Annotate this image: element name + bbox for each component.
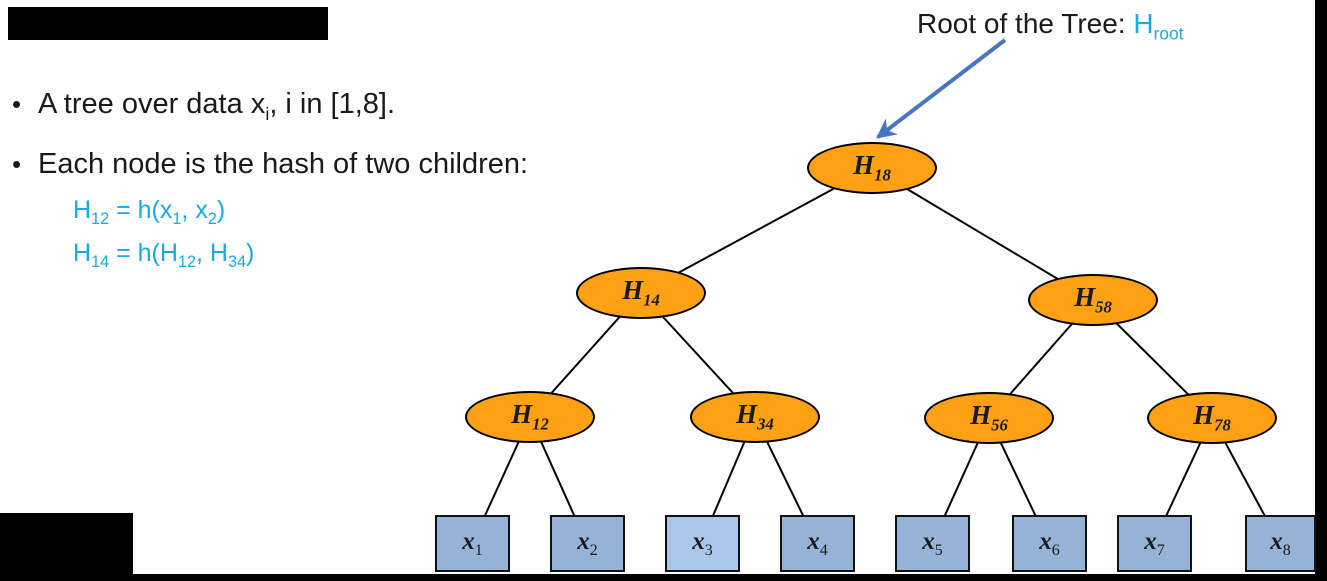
node-label: H18 <box>853 150 891 185</box>
tree-node-h58: H58 <box>1028 274 1158 326</box>
bullet-item-1: • A tree over data xi, i in [1,8]. <box>12 88 395 125</box>
node-label: H56 <box>970 400 1008 435</box>
bottom-frame-bar <box>0 574 1327 581</box>
node-label: H12 <box>511 399 549 434</box>
leaf-node-x3: x3 <box>665 515 740 572</box>
leaf-node-x8: x8 <box>1245 515 1316 572</box>
leaf-node-x4: x4 <box>780 515 855 572</box>
redacted-title-block <box>8 7 328 40</box>
redacted-footer-block <box>0 513 133 577</box>
bullet-item-2: • Each node is the hash of two children: <box>12 148 528 181</box>
leaf-label: x6 <box>1039 527 1060 559</box>
leaf-label: x1 <box>462 527 483 559</box>
bullet-2-text: Each node is the hash of two children: <box>38 148 529 180</box>
leaf-node-x7: x7 <box>1117 515 1192 572</box>
leaf-node-x1: x1 <box>435 515 510 572</box>
leaf-node-x5: x5 <box>895 515 970 572</box>
tree-edge-group <box>471 167 1281 545</box>
bullet-dot-icon: • <box>12 149 22 179</box>
bullet-1-text: A tree over data xi, i in [1,8]. <box>38 88 396 124</box>
tree-node-h34: H34 <box>690 391 820 443</box>
tree-node-h56: H56 <box>924 392 1054 444</box>
root-annotation: Root of the Tree: Hroot <box>917 8 1184 45</box>
node-label: H58 <box>1074 282 1112 317</box>
tree-node-h18: H18 <box>807 142 937 194</box>
tree-node-h14: H14 <box>576 267 706 319</box>
leaf-label: x7 <box>1144 527 1165 559</box>
leaf-node-x2: x2 <box>550 515 625 572</box>
root-annotation-prefix: Root of the Tree: <box>917 8 1134 39</box>
formula-h12: H12 = h(x1, x2) <box>73 196 226 228</box>
node-label: H34 <box>736 399 774 434</box>
root-annotation-value: Hroot <box>1133 8 1184 44</box>
bullet-dot-icon: • <box>12 89 22 119</box>
root-pointer-arrow <box>876 38 1007 139</box>
node-label: H78 <box>1193 400 1231 435</box>
leaf-label: x3 <box>692 527 713 559</box>
tree-node-h12: H12 <box>465 391 595 443</box>
leaf-label: x4 <box>807 527 828 559</box>
leaf-label: x8 <box>1270 527 1291 559</box>
leaf-label: x5 <box>922 527 943 559</box>
tree-node-h78: H78 <box>1147 392 1277 444</box>
node-label: H14 <box>622 275 660 310</box>
right-frame-bar <box>1315 0 1327 581</box>
formula-h14: H14 = h(H12, H34) <box>73 239 255 271</box>
leaf-label: x2 <box>577 527 598 559</box>
leaf-node-x6: x6 <box>1012 515 1087 572</box>
